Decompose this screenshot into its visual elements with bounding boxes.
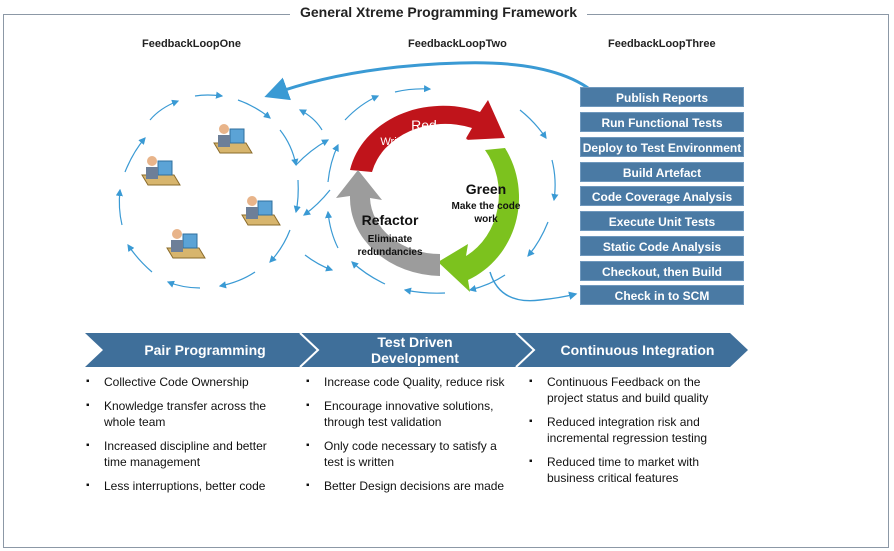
developer-icon [213, 124, 253, 154]
refactor-label: Refactor [362, 212, 419, 228]
ci-step-run-functional-tests: Run Functional Tests [580, 112, 744, 132]
list-item: Continuous Feedback on the project statu… [529, 374, 739, 406]
ci-step-deploy-test-env: Deploy to Test Environment [580, 137, 744, 157]
grey-arc [336, 170, 440, 276]
chevron-shape [516, 333, 748, 367]
chevron-banner [85, 332, 748, 368]
ci-step-publish-reports: Publish Reports [580, 87, 744, 107]
list-item: Collective Code Ownership [86, 374, 292, 390]
loop-crossing-arrows [295, 109, 334, 272]
refactor-desc-2: redundancies [357, 247, 422, 258]
section-label-ci: Continuous Integration [560, 342, 715, 358]
list-item: Reduced time to market with business cri… [529, 454, 739, 486]
diagram-title: General Xtreme Programming Framework [290, 4, 587, 20]
pair-programming-bullets: Collective Code Ownership Knowledge tran… [86, 374, 292, 502]
green-desc-2: work [473, 214, 498, 225]
loop-two-label: FeedbackLoopTwo [408, 38, 507, 50]
loop-three-label: FeedbackLoopThree [608, 38, 716, 50]
ci-bullets: Continuous Feedback on the project statu… [529, 374, 739, 494]
tdd-bullets: Increase code Quality, reduce risk Encou… [306, 374, 512, 502]
ci-step-execute-unit-tests: Execute Unit Tests [580, 211, 744, 231]
developer-figures [141, 124, 281, 259]
refactor-desc-1: Eliminate [368, 234, 413, 245]
ci-step-check-in-scm: Check in to SCM [580, 285, 744, 305]
list-item: Encourage innovative solutions, through … [306, 398, 512, 430]
list-item: Increase code Quality, reduce risk [306, 374, 512, 390]
green-label: Green [466, 181, 506, 197]
developer-icon [241, 196, 281, 226]
red-desc: Write a failing test [380, 136, 467, 148]
red-arc [350, 100, 505, 172]
chevron-shape [85, 333, 318, 367]
long-feedback-arrow [264, 61, 600, 101]
ci-step-build-artefact: Build Artefact [580, 162, 744, 182]
list-item: Less interruptions, better code [86, 478, 292, 494]
green-desc-1: Make the code [452, 201, 521, 212]
list-item: Only code necessary to satisfy a test is… [306, 438, 512, 470]
tdd-cycle [336, 100, 520, 292]
section-label-pair-programming: Pair Programming [144, 342, 266, 358]
section-label-tdd: Test Driven Development [371, 334, 459, 366]
scm-feedback-arrow [489, 271, 578, 302]
ci-step-code-coverage: Code Coverage Analysis [580, 186, 744, 206]
list-item: Knowledge transfer across the whole team [86, 398, 292, 430]
list-item: Increased discipline and better time man… [86, 438, 292, 470]
chevron-shape [300, 333, 534, 367]
developer-icon [166, 229, 206, 259]
loop-one-label: FeedbackLoopOne [142, 38, 242, 50]
loop-two-arrows [325, 85, 559, 295]
ci-step-static-code-analysis: Static Code Analysis [580, 236, 744, 256]
list-item: Better Design decisions are made [306, 478, 512, 494]
ci-step-checkout-build: Checkout, then Build [580, 261, 744, 281]
list-item: Reduced integration risk and incremental… [529, 414, 739, 446]
feedback-loops-graphic: Red Write a failing test Green Make the … [115, 61, 600, 302]
red-label: Red [411, 117, 437, 133]
green-arc [438, 148, 520, 292]
developer-icon [141, 156, 181, 186]
loop-one-arrows [115, 91, 301, 289]
